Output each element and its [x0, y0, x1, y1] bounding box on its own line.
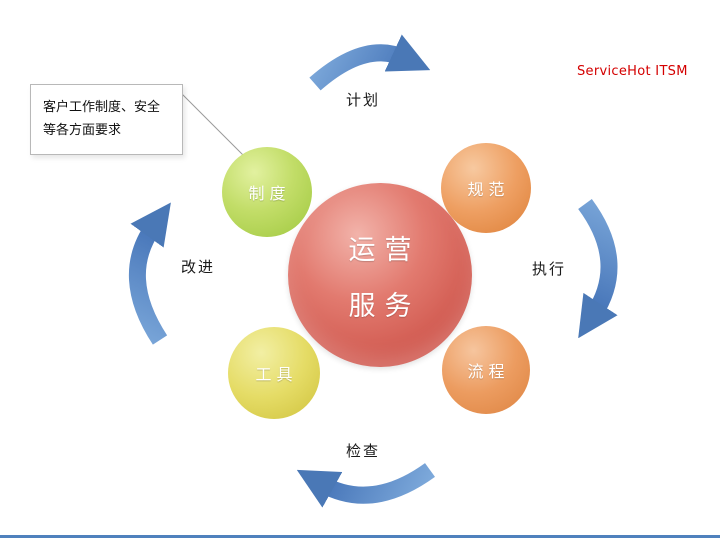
node-zhidu-circle: 制度 [222, 147, 312, 237]
do-label: 执行 [531, 260, 566, 278]
check-label: 检查 [345, 442, 380, 460]
plan-arrow [309, 34, 431, 91]
check-arrow [296, 463, 435, 508]
plan-label: 计划 [345, 91, 380, 109]
improve-arrow [129, 202, 171, 345]
node-zhidu-label: 制度 [248, 184, 291, 203]
node-liucheng-label: 流程 [467, 362, 510, 381]
node-gongju-circle: 工具 [228, 327, 320, 419]
node-guifan-circle: 规范 [441, 143, 531, 233]
node-guifan-label: 规范 [467, 180, 510, 199]
center-label-line2: 服务 [348, 290, 421, 322]
callout-connector-line [179, 91, 250, 162]
center-circle: 运营 服务 [288, 183, 472, 367]
callout-box: 客户工作制度、安全等各方面要求 [30, 84, 183, 155]
callout-text: 客户工作制度、安全等各方面要求 [43, 100, 161, 139]
node-gongju-label: 工具 [255, 365, 298, 384]
improve-label: 改进 [180, 258, 215, 276]
center-label-line1: 运营 [348, 234, 421, 266]
brand-text: ServiceHot ITSM [577, 64, 688, 79]
do-arrow [578, 198, 618, 339]
node-liucheng-circle: 流程 [442, 326, 530, 414]
footer-accent-line [0, 535, 720, 538]
